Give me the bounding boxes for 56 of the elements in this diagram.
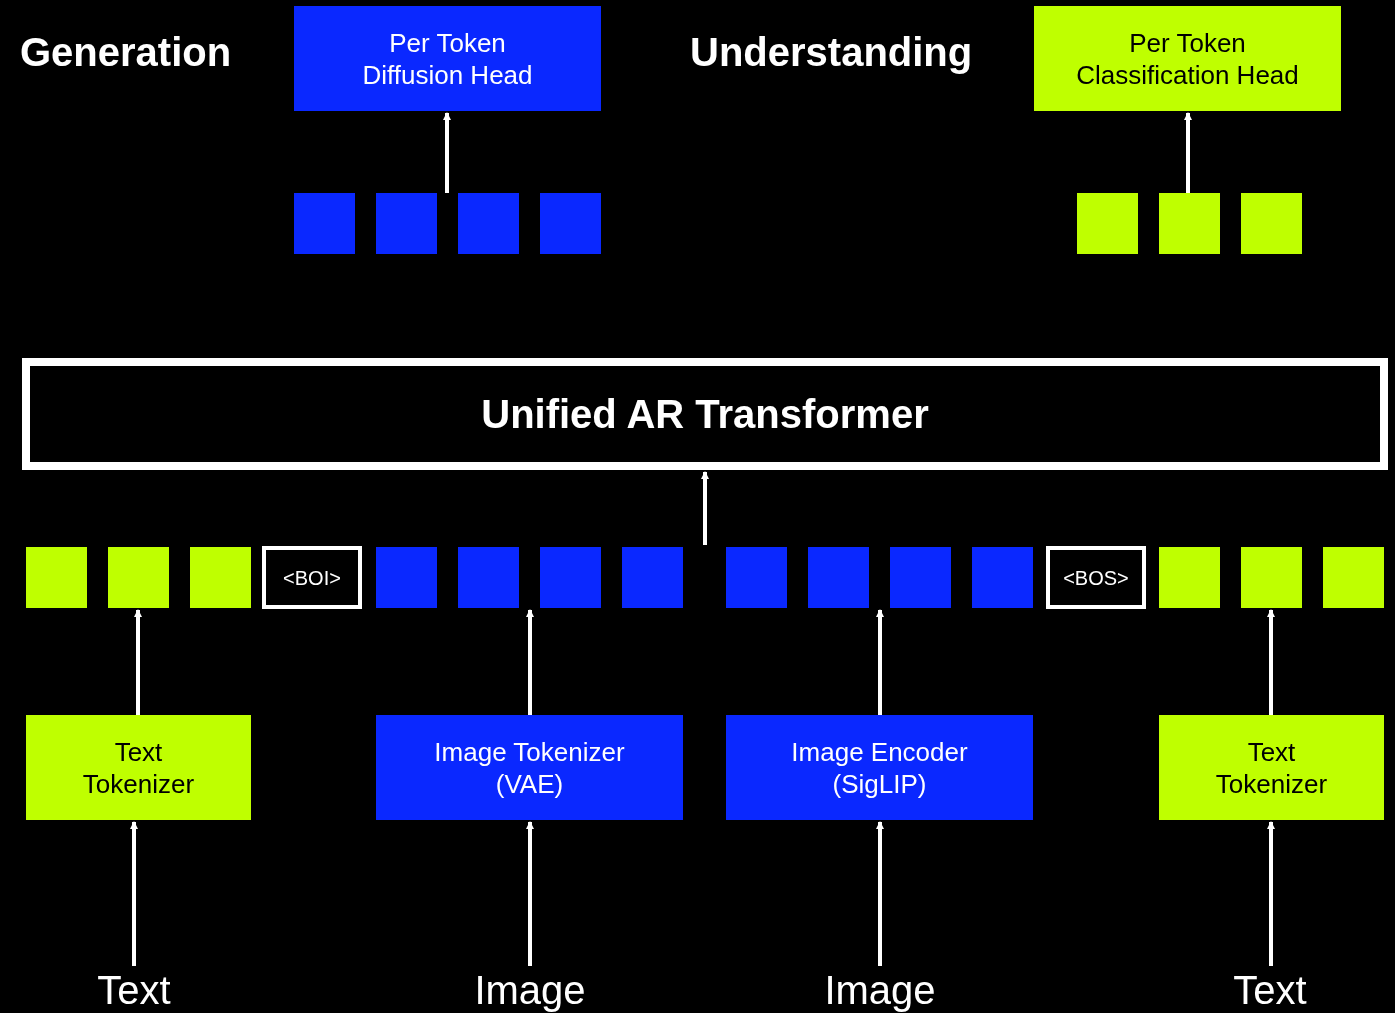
module-box	[1034, 6, 1341, 111]
token-square	[1159, 547, 1220, 608]
token-square	[972, 547, 1033, 608]
arrow	[130, 821, 138, 966]
transformer-box	[22, 358, 1388, 470]
node-label: Image Tokenizer (VAE)	[433, 735, 626, 800]
token-square	[1323, 547, 1384, 608]
token-square	[540, 547, 601, 608]
arrow	[701, 471, 709, 545]
special-token-box	[1046, 546, 1146, 609]
token-square	[376, 193, 437, 254]
arrow	[526, 821, 534, 966]
token-square	[376, 547, 437, 608]
module-box	[294, 6, 601, 111]
node-label: Text	[97, 969, 171, 1010]
token-square	[890, 547, 951, 608]
node-label: Text	[1233, 969, 1307, 1010]
token-square	[540, 193, 601, 254]
module-box	[1159, 715, 1384, 820]
node-label: Image	[824, 969, 936, 1010]
module-box	[726, 715, 1033, 820]
arrow	[1267, 821, 1275, 966]
special-token-box	[262, 546, 362, 609]
arrow	[876, 821, 884, 966]
node-label: <BOS>	[1063, 565, 1129, 591]
arrow	[443, 112, 451, 193]
section-heading: Understanding	[690, 32, 973, 72]
node-label: Text Tokenizer	[1214, 735, 1329, 800]
node-label: Per Token Diffusion Head	[361, 26, 534, 91]
module-box	[26, 715, 251, 820]
node-label: <BOI>	[283, 565, 341, 591]
token-square	[458, 547, 519, 608]
token-square	[1241, 193, 1302, 254]
arrow	[134, 609, 142, 715]
token-square	[190, 547, 251, 608]
token-square	[26, 547, 87, 608]
node-label: Text Tokenizer	[81, 735, 196, 800]
section-heading: Generation	[20, 32, 232, 72]
arrow	[526, 609, 534, 715]
token-square	[1241, 547, 1302, 608]
token-square	[1077, 193, 1138, 254]
arrow	[1267, 609, 1275, 715]
token-square	[108, 547, 169, 608]
node-label: Image	[474, 969, 586, 1010]
arrow	[1184, 112, 1192, 193]
token-square	[726, 547, 787, 608]
module-box	[376, 715, 683, 820]
node-label: Per Token Classification Head	[1075, 26, 1300, 91]
token-square	[622, 547, 683, 608]
token-square	[808, 547, 869, 608]
token-square	[458, 193, 519, 254]
arrow	[876, 609, 884, 715]
node-label: Unified AR Transformer	[481, 391, 929, 438]
node-label: Image Encoder (SigLIP)	[790, 735, 969, 800]
token-square	[294, 193, 355, 254]
token-square	[1159, 193, 1220, 254]
